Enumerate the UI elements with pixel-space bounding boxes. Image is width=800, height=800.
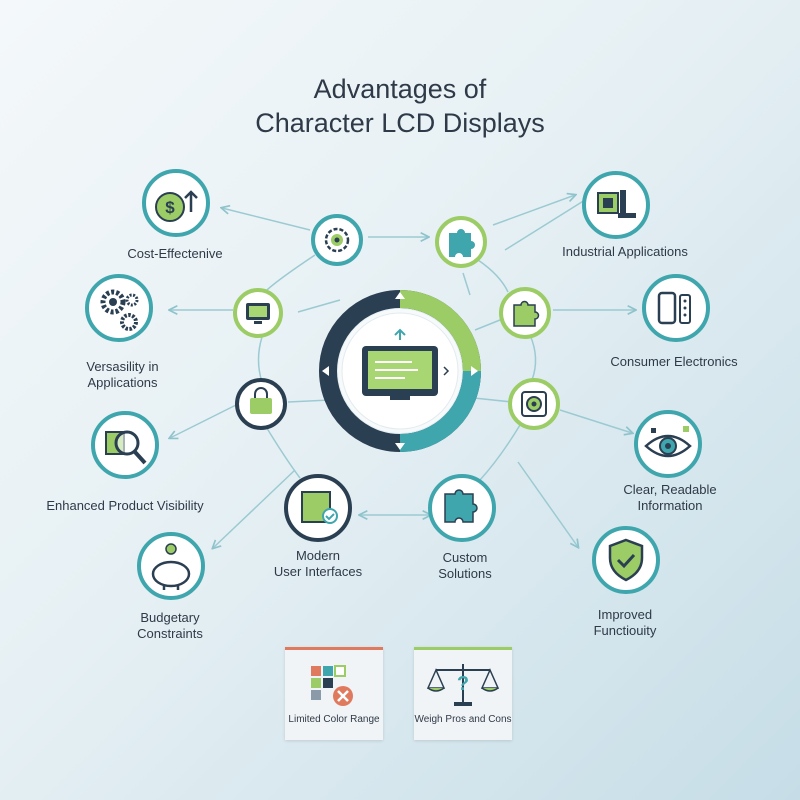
- node-industrial[interactable]: [582, 171, 650, 239]
- label-budget-line-2: Constraints: [137, 626, 203, 641]
- node-cost-effective[interactable]: $: [142, 169, 210, 237]
- label-modern-line-1: Modern: [295, 548, 341, 563]
- monitor-icon: [362, 328, 450, 400]
- label-versatility: Versasility in Applications: [60, 359, 185, 391]
- dollar-coin-icon: $: [155, 190, 198, 222]
- label-clear-readable: Clear, Readable Information: [610, 482, 730, 514]
- node-visibility[interactable]: [91, 411, 159, 479]
- piggy-bank-icon: [151, 543, 191, 590]
- label-modern-ui: Modern User Interfaces: [258, 548, 378, 580]
- factory-chip-icon: [597, 190, 636, 218]
- target-icon: [521, 391, 547, 417]
- node-puzzle-right[interactable]: [499, 287, 551, 339]
- small-monitor-icon: [246, 303, 270, 324]
- label-clear-line-1: Clear, Readable: [623, 482, 717, 497]
- node-improved-functionality[interactable]: [592, 526, 660, 594]
- eye-icon: [644, 426, 692, 458]
- card-limited-color-range[interactable]: Limited Color Range: [285, 647, 383, 740]
- label-improved-line-1: Improved: [597, 607, 653, 622]
- label-cost-effective: Cost-Effectenive: [127, 246, 223, 261]
- node-modern-ui[interactable]: [284, 474, 352, 542]
- label-versatility-line-1: Versasility in: [86, 359, 159, 374]
- node-clear-readable[interactable]: [634, 410, 702, 478]
- shopping-bag-icon: [250, 387, 272, 414]
- label-budget-line-1: Budgetary: [140, 610, 200, 625]
- phone-remote-icon: [657, 291, 691, 325]
- label-budgetary: Budgetary Constraints: [120, 610, 220, 642]
- card-limited-label: Limited Color Range: [288, 714, 380, 725]
- node-monitor-left[interactable]: [233, 288, 283, 338]
- magnifier-cube-icon: [105, 430, 147, 465]
- label-industrial: Industrial Applications: [562, 244, 688, 259]
- node-versatility[interactable]: [85, 274, 153, 342]
- connector-lines: [170, 195, 635, 548]
- ui-screen-icon: [301, 491, 338, 524]
- title-line-1: Advantages of: [313, 74, 487, 104]
- label-modern-line-2: User Interfaces: [273, 564, 363, 579]
- svg-text:?: ?: [457, 673, 469, 695]
- node-gear-globe[interactable]: [311, 214, 363, 266]
- card-weigh-label: Weigh Pros and Cons: [414, 714, 512, 725]
- balance-scale-icon: ?: [426, 664, 500, 706]
- page-title: Advantages of Character LCD Displays: [0, 72, 800, 140]
- shield-check-icon: [608, 538, 644, 582]
- label-custom-line-2: Solutions: [438, 566, 492, 581]
- node-target[interactable]: [508, 378, 560, 430]
- label-improved-line-2: Functiouity: [593, 623, 657, 638]
- node-bag[interactable]: [235, 378, 287, 430]
- label-improved-functionality: Improved Functiouity: [575, 607, 675, 639]
- puzzle-icon: [449, 229, 475, 257]
- color-grid-x-icon: [311, 665, 353, 706]
- label-versatility-line-2: Applications: [87, 375, 158, 390]
- card-weigh-pros-cons[interactable]: ? Weigh Pros and Cons: [414, 647, 512, 740]
- label-custom-solutions: Custom Solutions: [415, 550, 515, 582]
- node-puzzle-top[interactable]: [435, 216, 487, 268]
- node-custom-solutions[interactable]: [428, 474, 496, 542]
- puzzle-pieces-icon: [444, 489, 478, 523]
- node-consumer[interactable]: [642, 274, 710, 342]
- gears-icon: [100, 289, 139, 331]
- label-custom-line-1: Custom: [442, 550, 488, 565]
- central-hub: [319, 290, 481, 452]
- globe-gear-icon: [324, 227, 350, 253]
- puzzle-piece-icon: [513, 300, 540, 327]
- label-clear-line-2: Information: [637, 498, 703, 513]
- label-consumer: Consumer Electronics: [610, 354, 738, 369]
- title-line-2: Character LCD Displays: [255, 108, 545, 138]
- node-budgetary[interactable]: [137, 532, 205, 600]
- svg-text:$: $: [165, 198, 175, 217]
- label-visibility: Enhanced Product Visibility: [46, 498, 204, 513]
